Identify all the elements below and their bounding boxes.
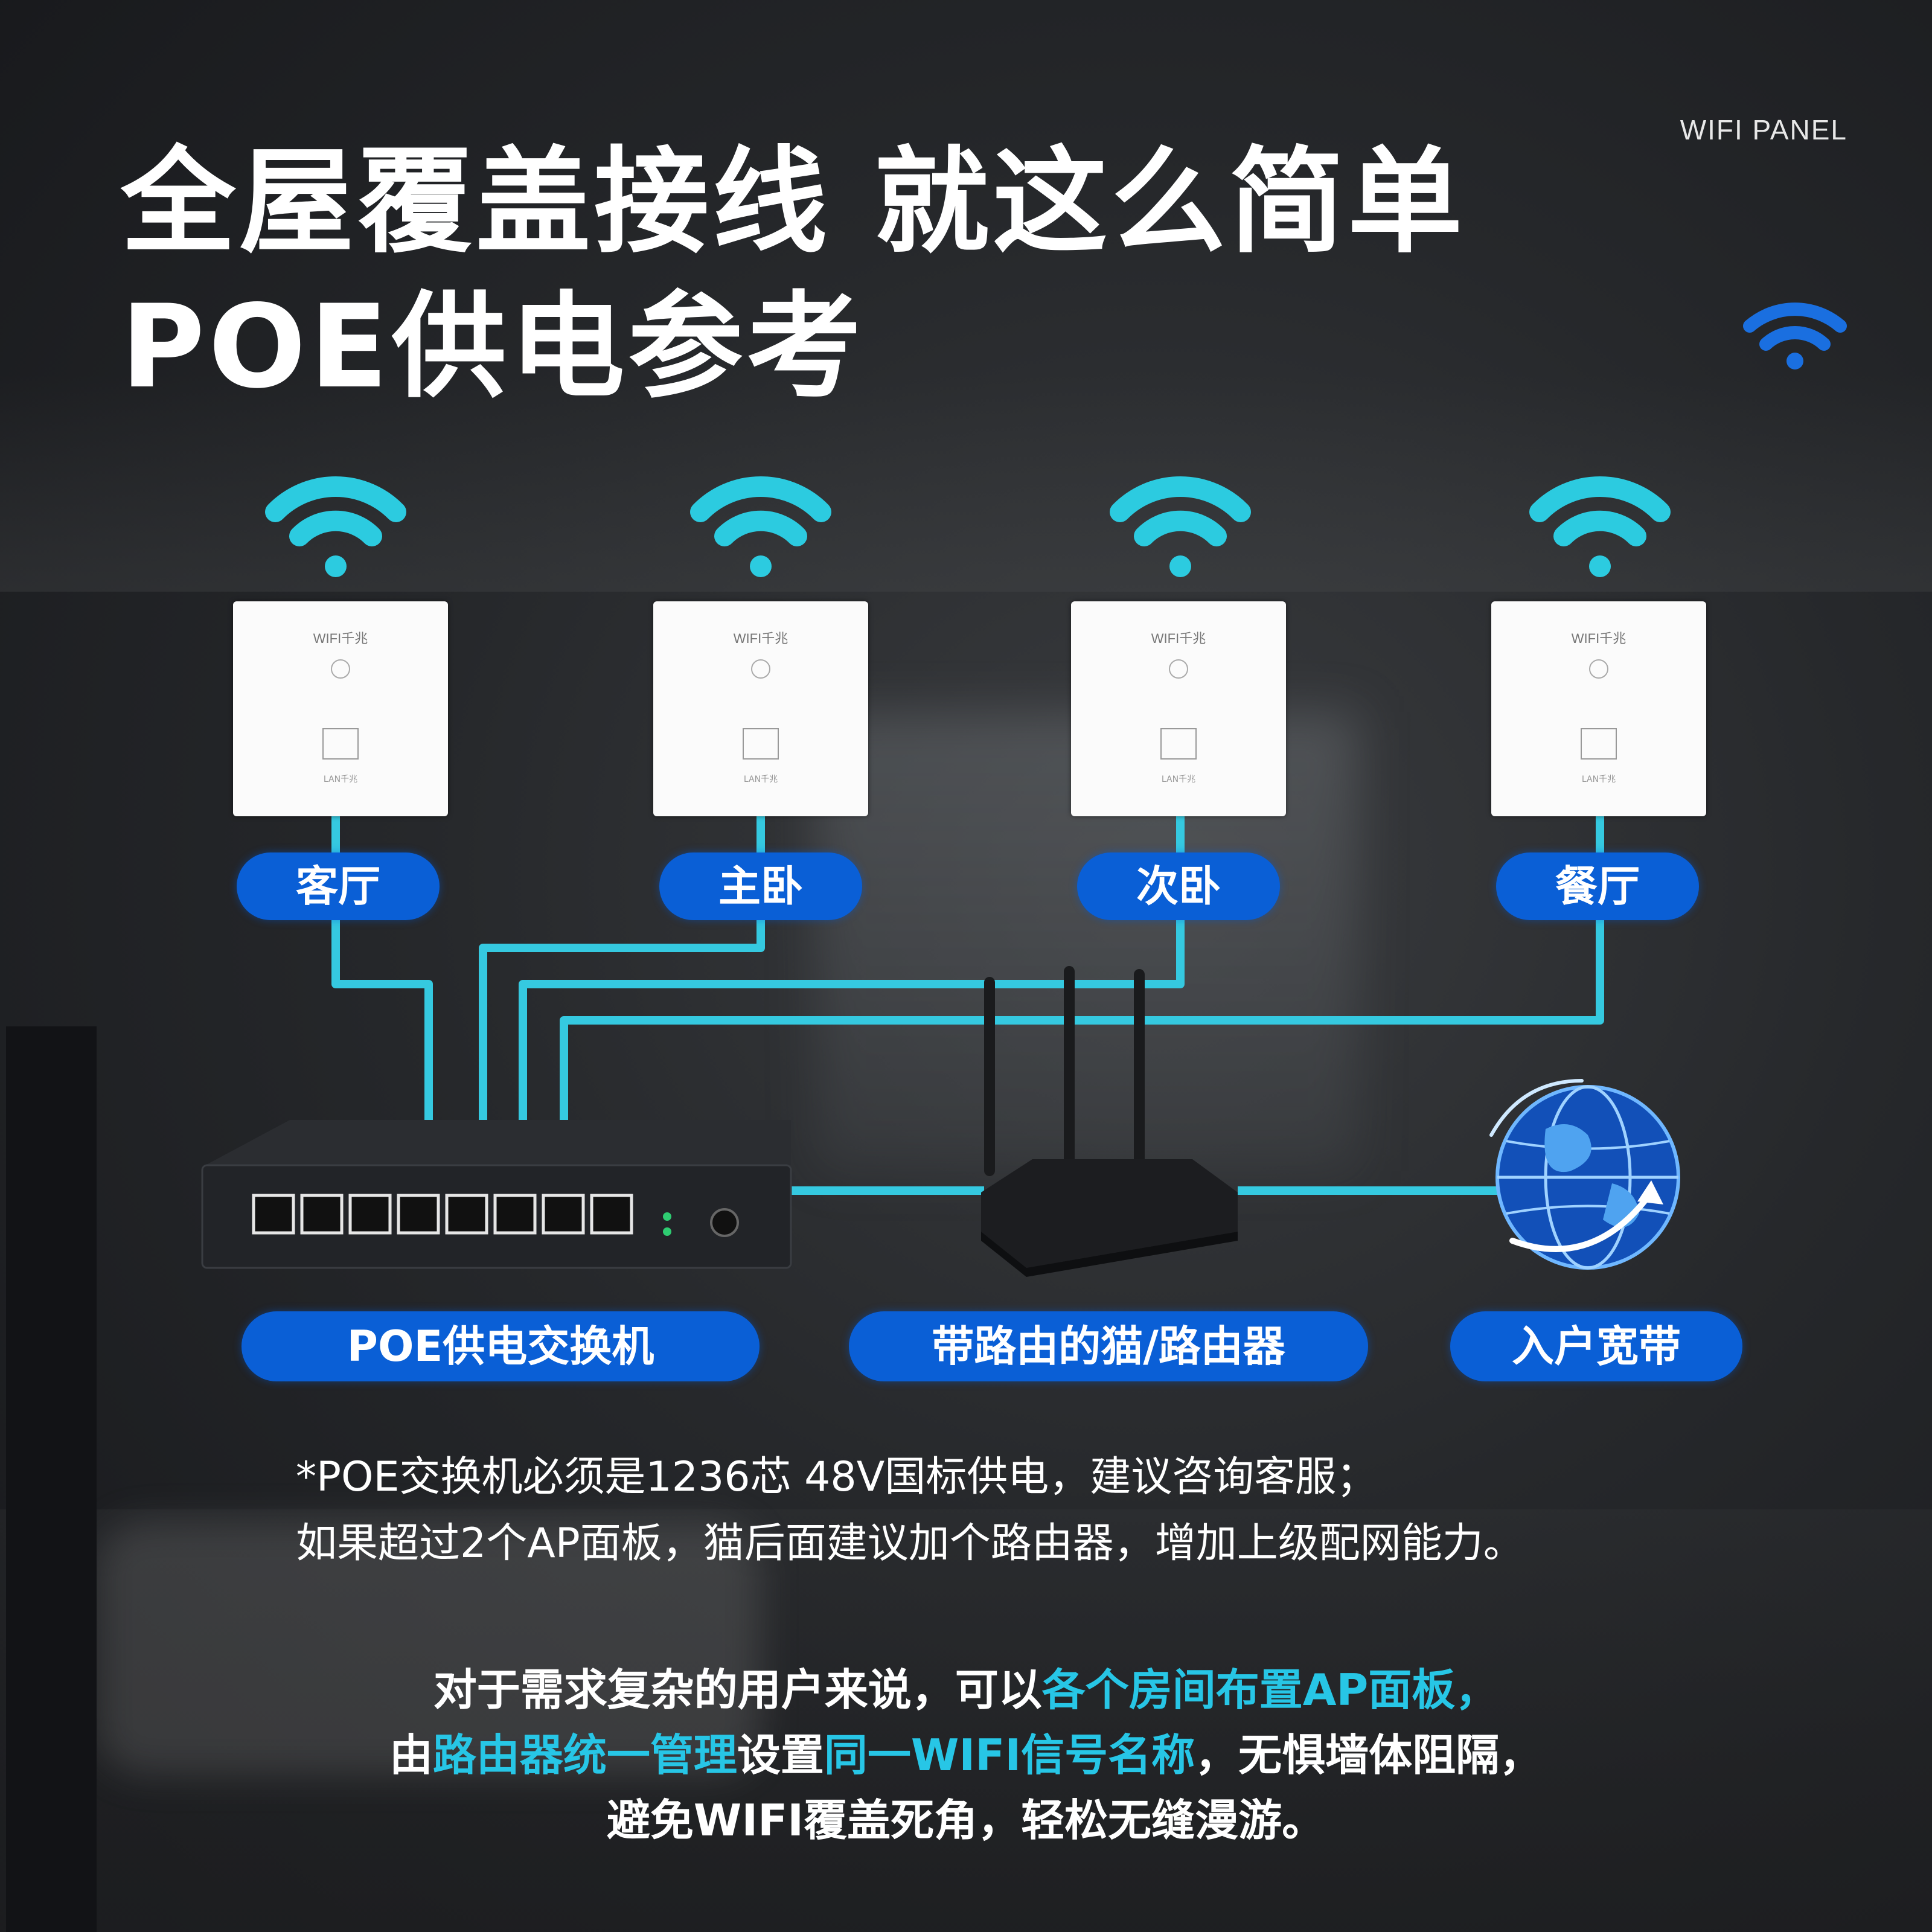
- description-highlight: 各个房间布置AP面板，: [1041, 1665, 1499, 1715]
- device-label-router: 带路由的猫/路由器: [849, 1311, 1368, 1381]
- device-label-broadband: 入户宽带: [1450, 1311, 1742, 1381]
- subheadline: POE供电参考: [121, 280, 865, 414]
- panel-logo: WIFI千兆: [313, 631, 368, 646]
- background-sofa: [97, 1521, 761, 1775]
- wifi-icon: [1743, 302, 1847, 369]
- panel-indicator: [1169, 659, 1188, 679]
- cable-living-room: [331, 920, 433, 1123]
- description-text: 设置: [737, 1730, 824, 1780]
- panel-indicator: [1589, 659, 1608, 679]
- headline: 全屋覆盖接线 就这么简单: [121, 135, 1467, 269]
- description-text: 对于需求复杂的用户来说，可以: [433, 1665, 1042, 1715]
- router: [981, 966, 1238, 1277]
- port-label: LAN千兆: [323, 775, 358, 784]
- wifi-icon: [1529, 476, 1671, 577]
- lan-port: [322, 728, 359, 760]
- description-highlight: 路由器统一管理: [432, 1730, 737, 1780]
- port-label: LAN千兆: [1161, 775, 1196, 784]
- description-text: 由: [389, 1730, 433, 1780]
- cable-second-bedroom: [519, 920, 1185, 1123]
- wifi-icon: [690, 476, 831, 577]
- room-label-dining-room: 餐厅: [1496, 852, 1699, 920]
- cable-dining-room: [560, 920, 1604, 1123]
- room-label-master-bedroom: 主卧: [659, 852, 862, 920]
- port-label: LAN千兆: [1581, 775, 1616, 784]
- lan-port: [743, 728, 779, 760]
- note-line-1: *POE交换机必须是1236芯 48V国标供电，建议咨询客服；: [296, 1453, 1378, 1501]
- ap-panel-dining-room: WIFI千兆 LAN千兆: [1491, 601, 1706, 816]
- ap-panel-living-room: WIFI千兆 LAN千兆: [233, 601, 448, 816]
- description-line-1: 对于需求复杂的用户来说，可以各个房间布置AP面板，: [0, 1654, 1932, 1718]
- ap-panel-master-bedroom: WIFI千兆 LAN千兆: [653, 601, 868, 816]
- globe-icon: [1489, 1079, 1680, 1270]
- note-line-2: 如果超过2个AP面板，猫后面建议加个路由器，增加上级配网能力。: [296, 1520, 1524, 1567]
- cables: [331, 815, 1604, 1195]
- description-text: ，无惧墙体阻隔，: [1195, 1730, 1543, 1780]
- description-line-3: 避免WIFI覆盖死角，轻松无缝漫游。: [606, 1795, 1326, 1846]
- wifi-icon: [1110, 476, 1251, 577]
- lan-port: [1160, 728, 1197, 760]
- panel-indicator: [751, 659, 770, 679]
- background-floor: [0, 1509, 1932, 1932]
- room-label-living-room: 客厅: [237, 852, 440, 920]
- poe-switch: [201, 1120, 792, 1269]
- wifi-icon: [265, 476, 406, 577]
- background-pillar: [6, 1026, 97, 1932]
- device-label-switch: POE供电交换机: [242, 1311, 760, 1381]
- description-line-2: 由路由器统一管理设置同一WIFI信号名称，无惧墙体阻隔，: [0, 1719, 1932, 1783]
- room-label-second-bedroom: 次卧: [1077, 852, 1280, 920]
- ap-panel-second-bedroom: WIFI千兆 LAN千兆: [1071, 601, 1286, 816]
- description-highlight: 同一WIFI信号名称: [824, 1730, 1195, 1780]
- panel-logo: WIFI千兆: [1151, 631, 1206, 646]
- panel-logo: WIFI千兆: [733, 631, 788, 646]
- panel-logo: WIFI千兆: [1571, 631, 1627, 646]
- brand-label: WIFI PANEL: [1680, 114, 1847, 146]
- port-label: LAN千兆: [743, 775, 778, 784]
- cable-master-bedroom: [479, 920, 765, 1123]
- panel-indicator: [331, 659, 350, 679]
- lan-port: [1581, 728, 1617, 760]
